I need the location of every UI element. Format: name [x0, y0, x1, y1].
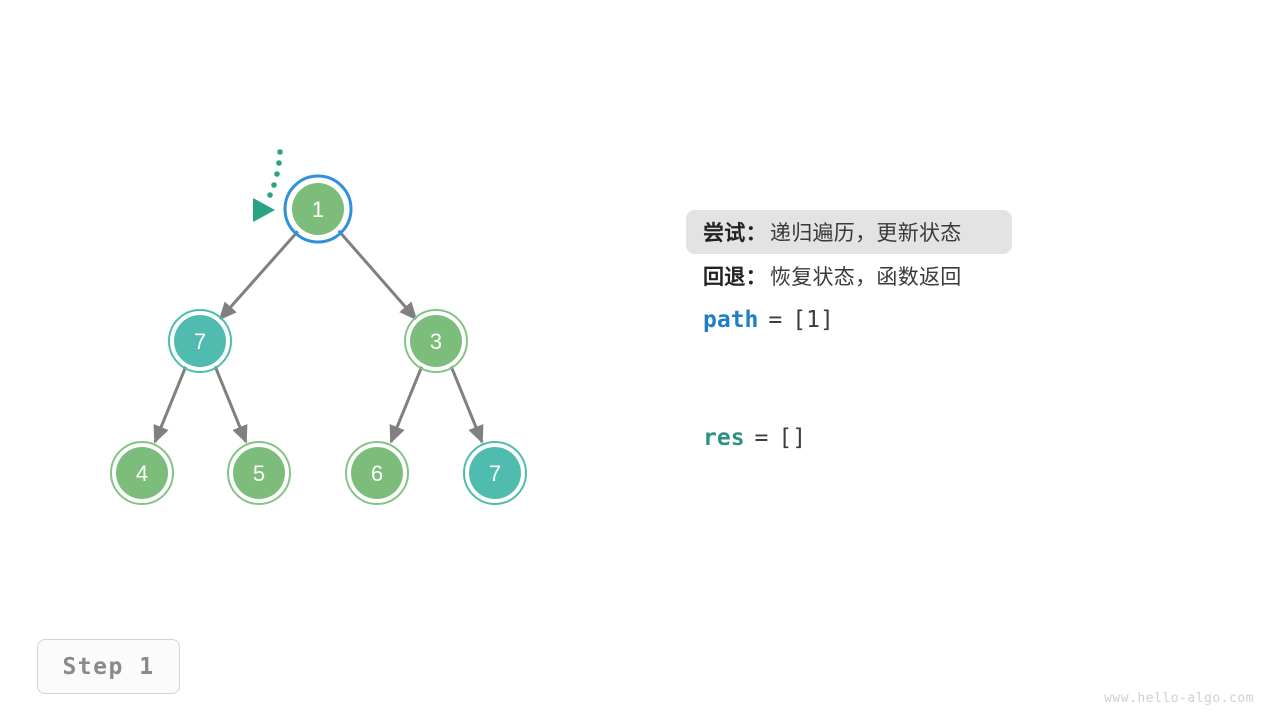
node-circle [292, 183, 344, 235]
watermark: www.hello-algo.com [1104, 691, 1254, 706]
tree-node-1[interactable]: 1 [283, 174, 353, 244]
node-ring [168, 309, 232, 373]
res-variable-name: res [703, 425, 745, 451]
try-row-label: 尝试： [703, 222, 767, 245]
edge-1-to-3 [336, 229, 418, 321]
pointer-dot [277, 149, 283, 155]
path-variable-name: path [703, 307, 759, 333]
backtrack-row: 回退： 恢复状态，函数返回 [686, 254, 1246, 298]
node-circle [410, 315, 462, 367]
tree-node-7-right[interactable]: 7 [463, 441, 527, 505]
node-circle [351, 447, 403, 499]
node-active-ring [283, 174, 353, 244]
backtrack-row-text: 恢复状态，函数返回 [769, 266, 962, 289]
edge-7-to-5 [213, 365, 248, 444]
res-equals-sign: = [754, 425, 769, 451]
step-badge: Step 1 [37, 639, 180, 694]
node-value: 7 [194, 329, 206, 354]
path-variable-row: path = [1] [686, 298, 1246, 342]
node-ring [463, 441, 527, 505]
tree-edges [153, 229, 484, 444]
tree-node-6[interactable]: 6 [345, 441, 409, 505]
pointer-dot [267, 192, 273, 198]
pointer-arrowhead [253, 198, 275, 222]
edge-3-to-7r [449, 365, 484, 444]
res-variable-value: [] [778, 425, 807, 451]
node-ring [404, 309, 468, 373]
res-variable-row: res = [] [686, 416, 1246, 460]
backtrack-row-label: 回退： [703, 266, 767, 289]
node-ring [345, 441, 409, 505]
tree-node-3[interactable]: 3 [404, 309, 468, 373]
edge-1-to-7 [218, 229, 301, 321]
node-value: 3 [430, 329, 442, 354]
panel-spacer [686, 342, 1246, 416]
tree-node-7-left[interactable]: 7 [168, 309, 232, 373]
path-variable-value: [1] [792, 307, 834, 333]
tree-nodes: 1 7 3 4 5 [110, 174, 527, 505]
try-row: 尝试： 递归遍历，更新状态 [686, 210, 1012, 254]
info-panel: 尝试： 递归遍历，更新状态 回退： 恢复状态，函数返回 path = [1] r… [686, 210, 1246, 460]
try-row-text: 递归遍历，更新状态 [769, 222, 962, 245]
node-value: 1 [312, 197, 324, 222]
node-value: 7 [489, 461, 501, 486]
edge-7-to-4 [153, 365, 188, 444]
edge-3-to-6 [389, 365, 424, 444]
node-value: 4 [136, 461, 148, 486]
pointer-dot [276, 160, 282, 166]
path-equals-sign: = [768, 307, 783, 333]
tree-node-5[interactable]: 5 [227, 441, 291, 505]
node-value: 6 [371, 461, 383, 486]
current-node-pointer [253, 149, 283, 222]
pointer-dot [274, 171, 280, 177]
node-circle [174, 315, 226, 367]
node-circle [233, 447, 285, 499]
node-ring [110, 441, 174, 505]
binary-tree-diagram: 1 7 3 4 5 [110, 149, 527, 505]
node-circle [469, 447, 521, 499]
node-ring [227, 441, 291, 505]
pointer-dot [271, 182, 277, 188]
node-circle [116, 447, 168, 499]
tree-node-4[interactable]: 4 [110, 441, 174, 505]
node-value: 5 [253, 461, 265, 486]
